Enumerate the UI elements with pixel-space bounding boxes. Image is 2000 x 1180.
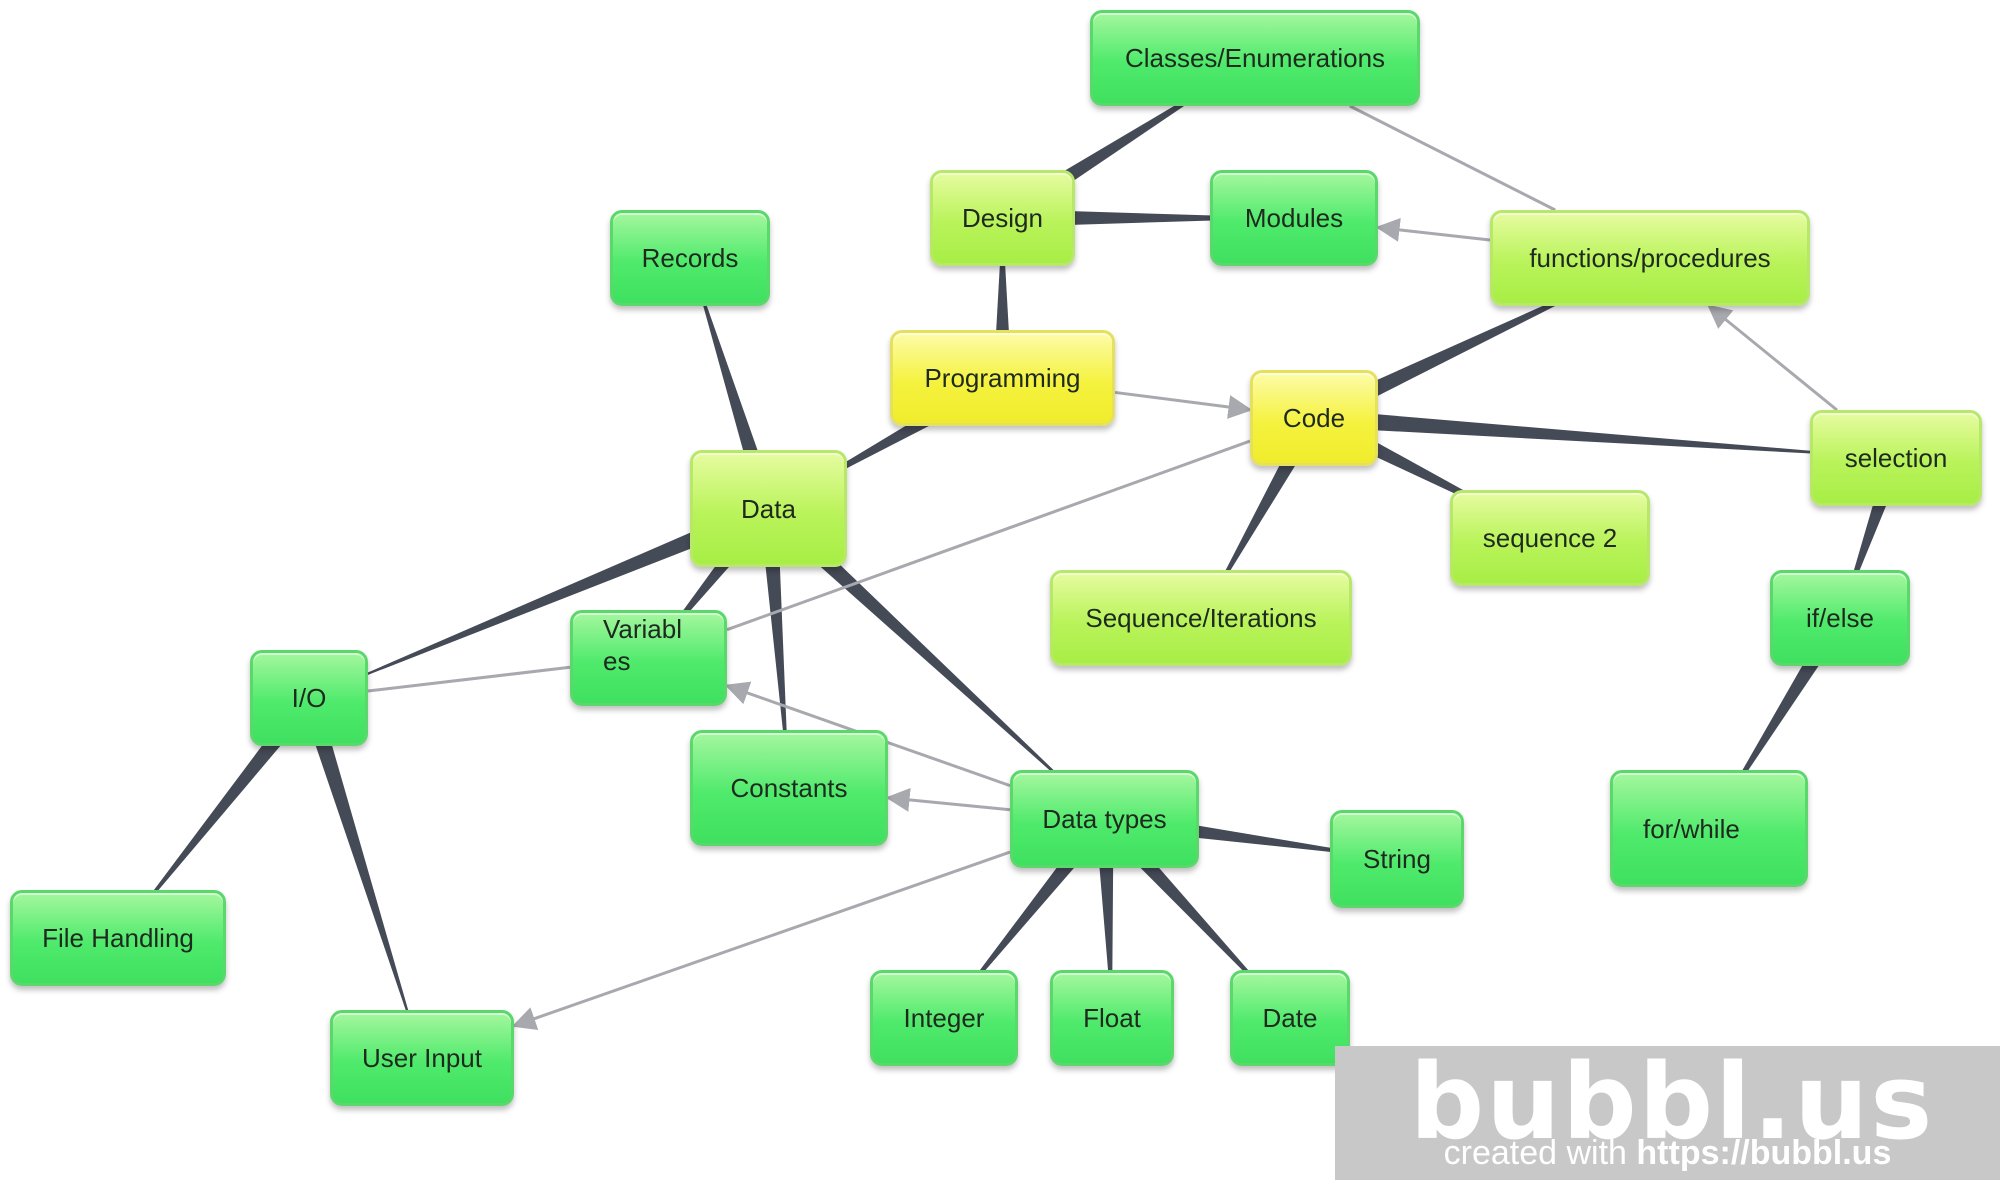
edge-data-io [309, 500, 772, 698]
link-datatypes-userinput [511, 850, 1011, 1030]
link-functions-classes [1349, 104, 1556, 212]
node-datatypes[interactable]: Data types [1010, 770, 1199, 868]
node-classes[interactable]: Classes/Enumerations [1090, 10, 1420, 106]
link-programming-code [1114, 390, 1253, 419]
node-label: Modules [1244, 203, 1344, 233]
link-datatypes-constants [885, 787, 1011, 812]
credit-prefix: created with [1443, 1134, 1637, 1172]
node-io[interactable]: I/O [250, 650, 368, 746]
node-label: Classes/Enumerations [1124, 43, 1386, 73]
node-filehandling[interactable]: File Handling [10, 890, 226, 986]
node-sequence2[interactable]: sequence 2 [1450, 490, 1650, 586]
node-code[interactable]: Code [1250, 370, 1378, 466]
edge-io-userinput [300, 695, 422, 1058]
node-label: Date [1262, 1003, 1318, 1033]
node-label: Sequence/Iterations [1085, 603, 1317, 633]
node-data[interactable]: Data [690, 450, 847, 567]
node-ifelse[interactable]: if/else [1770, 570, 1910, 666]
edge-data-records [690, 258, 778, 512]
link-functions-modules [1375, 217, 1491, 242]
edge-data-datatypes [762, 501, 1105, 819]
node-forwhile[interactable]: for/while [1610, 770, 1808, 887]
edge-design-modules [1002, 209, 1294, 227]
node-date[interactable]: Date [1230, 970, 1350, 1066]
node-modules[interactable]: Modules [1210, 170, 1378, 266]
link-code-variables [726, 439, 1251, 632]
edge-io-filehandling [118, 692, 317, 938]
node-label: if/else [1806, 603, 1874, 633]
bubbl-watermark: bubbl.us created with https://bubbl.us [1335, 1046, 2000, 1180]
node-label: String [1363, 844, 1431, 874]
bubbl-logo: bubbl.us [1409, 1041, 1935, 1163]
node-label: selection [1844, 443, 1948, 473]
node-label: Design [962, 203, 1043, 233]
node-userinput[interactable]: User Input [330, 1010, 514, 1106]
edge-code-selection [1313, 409, 1896, 458]
node-label: User Input [362, 1043, 482, 1073]
link-selection-functions [1707, 304, 1838, 412]
node-selection[interactable]: selection [1810, 410, 1982, 506]
node-label: Variabl [603, 614, 683, 644]
node-label: for/while [1643, 813, 1740, 844]
node-label: Records [641, 243, 739, 273]
node-label: Float [1083, 1003, 1141, 1033]
node-label: Programming [924, 363, 1081, 393]
node-functions[interactable]: functions/procedures [1490, 210, 1810, 306]
credit-link[interactable]: https://bubbl.us [1636, 1134, 1892, 1172]
node-label: Integer [903, 1003, 985, 1033]
node-label: es [603, 646, 631, 676]
edge-datatypes-float [1095, 818, 1114, 1018]
node-label: Data [741, 493, 796, 524]
node-label: File Handling [42, 923, 194, 953]
node-design[interactable]: Design [930, 170, 1075, 266]
watermark-credit: created with https://bubbl.us [1335, 1134, 2000, 1173]
node-label: Code [1282, 403, 1346, 433]
node-programming[interactable]: Programming [890, 330, 1115, 426]
node-float[interactable]: Float [1050, 970, 1174, 1066]
edge-data-constants [759, 507, 789, 788]
node-label: Data types [1042, 804, 1167, 834]
node-label: sequence 2 [1482, 523, 1618, 553]
node-seqiter[interactable]: Sequence/Iterations [1050, 570, 1352, 666]
node-label: Constants [730, 773, 848, 803]
node-label: functions/procedures [1529, 243, 1771, 273]
link-io-variables [367, 665, 571, 693]
node-integer[interactable]: Integer [870, 970, 1018, 1066]
node-label: I/O [291, 683, 327, 713]
node-records[interactable]: Records [610, 210, 770, 306]
node-constants[interactable]: Constants [690, 730, 888, 846]
node-string[interactable]: String [1330, 810, 1464, 908]
